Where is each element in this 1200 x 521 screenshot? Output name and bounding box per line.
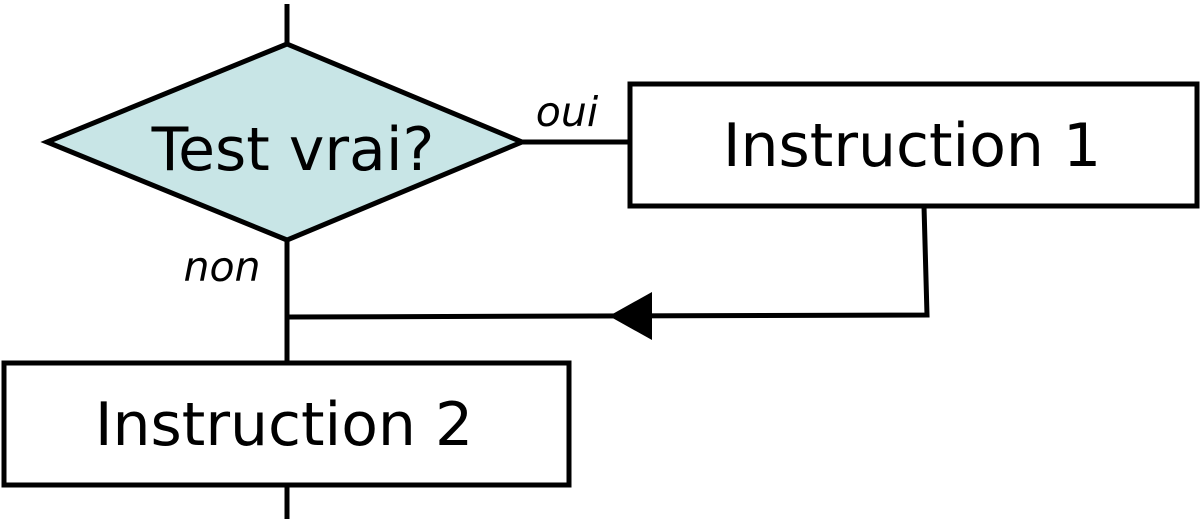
decision-text: Test vrai? bbox=[151, 115, 435, 185]
instruction-1-text: Instruction 1 bbox=[723, 111, 1101, 181]
return-arrowhead bbox=[609, 292, 652, 340]
return-connector bbox=[286, 205, 930, 320]
instruction-2-text: Instruction 2 bbox=[95, 390, 473, 460]
no-branch-label: non bbox=[183, 243, 260, 291]
yes-branch-label: oui bbox=[536, 88, 599, 136]
instruction-1-box bbox=[627, 81, 1200, 209]
